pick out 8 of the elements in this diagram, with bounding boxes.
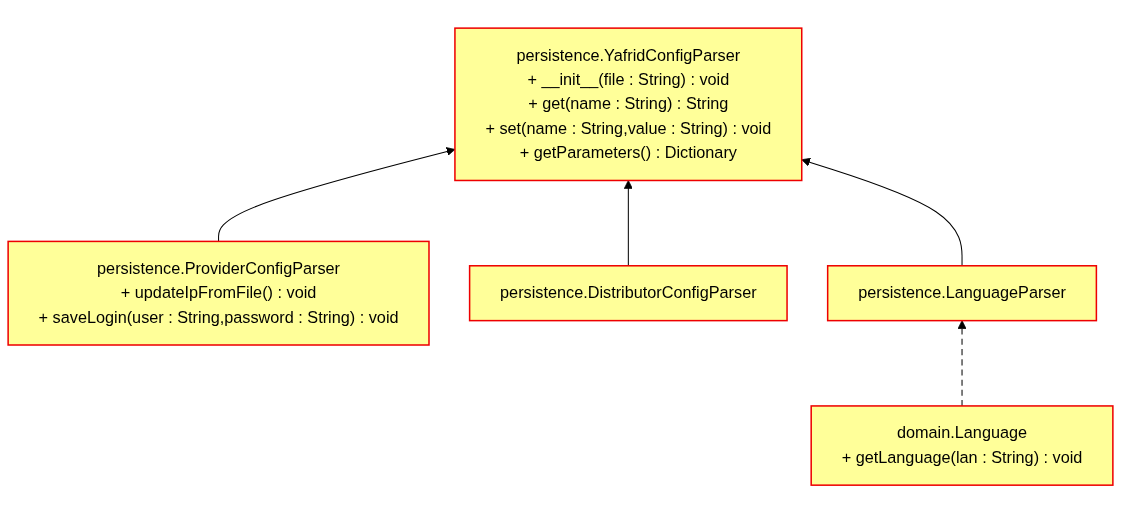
node-box: persistence.ProviderConfigParser + updateIpFromFile() : void + saveLogin(user : String,password : String) : void: [7, 240, 430, 346]
node-box: persistence.DistributorConfigParser: [468, 264, 788, 322]
node-box: domain.Language + getLanguage(lan : String) : void: [810, 405, 1114, 486]
node-box: persistence.LanguageParser: [826, 264, 1098, 322]
arrow: [801, 157, 963, 267]
node-box: persistence.YafridConfigParser + __init__(file : String) : void + get(name : String) : String + set(name : String,value : String) : void + getParameters() : Dictionary: [454, 27, 803, 182]
arrow: [623, 179, 633, 267]
arrow: [957, 320, 967, 407]
